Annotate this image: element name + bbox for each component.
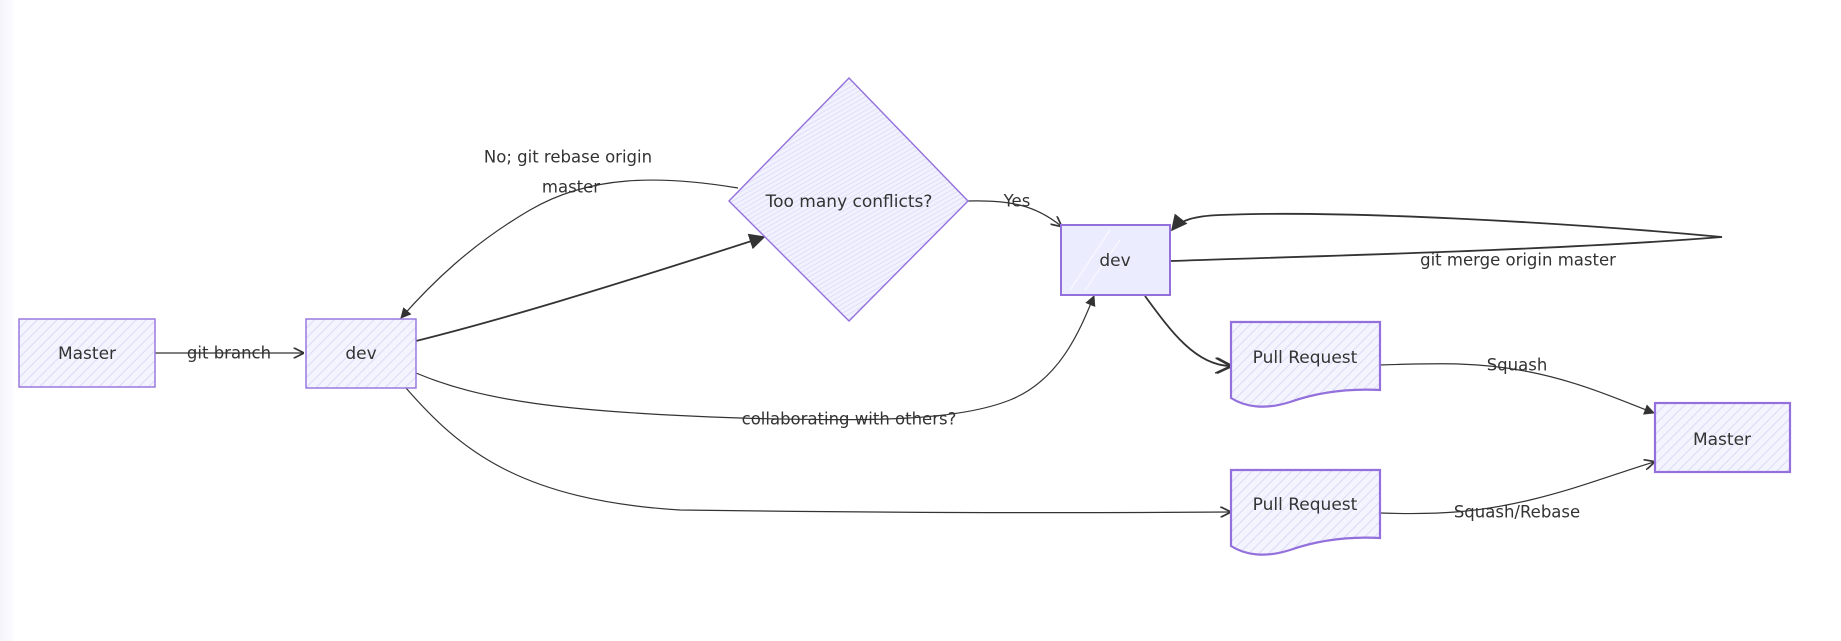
node-label: Pull Request	[1253, 348, 1358, 368]
node-pull-request-2[interactable]: Pull Request	[1229, 468, 1382, 556]
node-label: Master	[58, 344, 116, 364]
canvas-edge	[0, 0, 14, 641]
node-label: dev	[1099, 251, 1130, 271]
node-master-start[interactable]: Master	[18, 318, 156, 388]
edge-merge-loop	[1169, 212, 1723, 262]
node-pull-request-1[interactable]: Pull Request	[1229, 320, 1382, 408]
edges	[155, 179, 1723, 515]
edge-collaborating	[415, 295, 1096, 421]
edge-squash	[1379, 363, 1656, 415]
edge-squash-rebase	[1379, 462, 1654, 515]
node-label: Master	[1693, 430, 1751, 450]
edge-rebase	[400, 179, 739, 319]
node-master-end[interactable]: Master	[1653, 401, 1792, 474]
edge-label-squash: Squash	[1487, 356, 1548, 375]
edge-dev-to-pr1	[1144, 295, 1230, 366]
node-label: Pull Request	[1253, 495, 1358, 515]
edge-yes	[967, 200, 1061, 226]
edge-label-rebase-line1: No; git rebase origin	[484, 148, 652, 167]
edge-dev-to-decision	[415, 233, 766, 342]
node-dev-merge[interactable]: dev	[1060, 224, 1171, 296]
edge-labels: git branch No; git rebase origin master …	[187, 148, 1616, 522]
node-conflicts-decision[interactable]: Too many conflicts?	[728, 76, 969, 322]
edge-label-yes: Yes	[1003, 192, 1031, 211]
node-label: Too many conflicts?	[765, 192, 933, 212]
edge-dev-to-pr2	[405, 387, 1230, 513]
edge-label-merge-loop: git merge origin master	[1420, 251, 1616, 270]
edge-label-git-branch: git branch	[187, 344, 271, 363]
edge-label-squash-rebase: Squash/Rebase	[1454, 503, 1580, 522]
node-dev-branch[interactable]: dev	[305, 318, 417, 389]
edge-label-collaborating: collaborating with others?	[742, 410, 957, 429]
node-label: dev	[345, 344, 376, 364]
edge-label-rebase-line2: master	[542, 178, 600, 197]
